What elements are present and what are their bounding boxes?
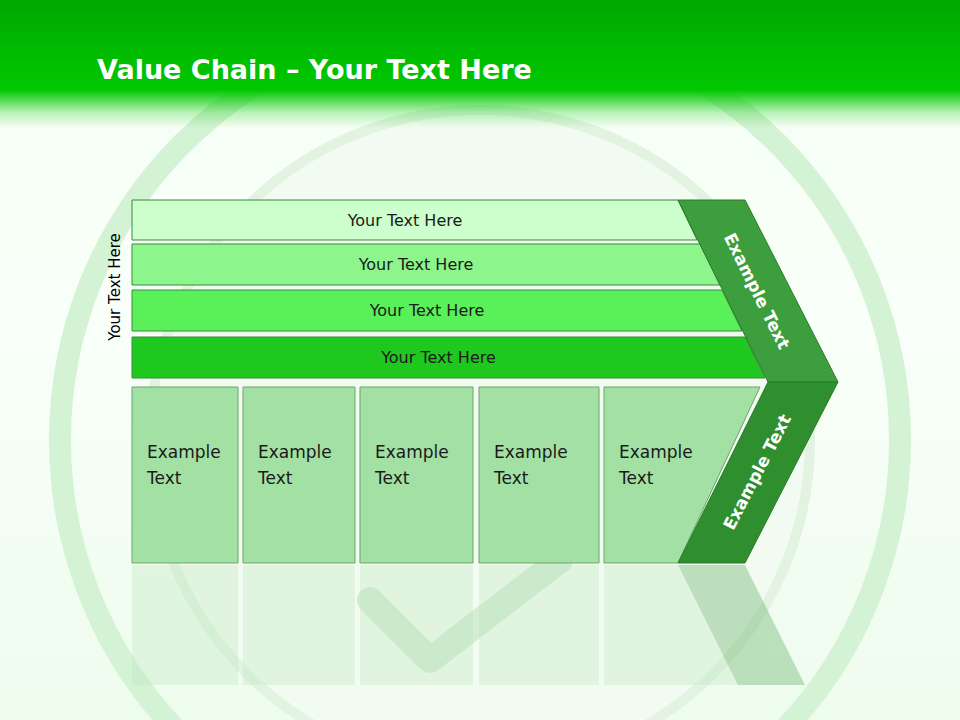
band-outline [132, 200, 697, 240]
box-outline [479, 387, 599, 563]
band-outline [132, 244, 720, 285]
support-activity-band-text: Your Text Here [132, 301, 722, 320]
arm-outline [678, 200, 838, 382]
primary-activity-box: Example Text [360, 387, 473, 563]
band-outline [132, 337, 765, 378]
box-outline [132, 387, 238, 563]
reflection [132, 565, 805, 685]
support-activity-band-text: Your Text Here [132, 255, 700, 274]
support-activity-band: Your Text Here [132, 337, 765, 378]
band-outline [132, 290, 742, 331]
primary-activity-box: Example Text [132, 387, 238, 563]
support-activity-band: Your Text Here [132, 290, 742, 331]
support-activity-band-text: Your Text Here [132, 211, 678, 230]
axis-label: Your Text Here [106, 233, 124, 340]
margin-arrow-arm: Example Text [678, 200, 840, 384]
primary-activity-box-text: Example Text [258, 439, 342, 491]
primary-activity-box-text: Example Text [147, 439, 231, 491]
box-outline [360, 387, 473, 563]
margin-arrow-arm: Example Text [678, 382, 840, 565]
primary-activity-box-text: Example Text [494, 439, 578, 491]
support-activity-band: Your Text Here [132, 244, 720, 285]
primary-activity-box-text: Example Text [619, 439, 703, 491]
arm-outline [678, 382, 838, 563]
primary-activity-box: Example Text [479, 387, 599, 563]
support-activity-band-text: Your Text Here [132, 348, 745, 367]
primary-activity-box: Example Text [243, 387, 355, 563]
box-outline [243, 387, 355, 563]
primary-activity-box-text: Example Text [375, 439, 459, 491]
slide-title: Value Chain – Your Text Here [97, 54, 532, 85]
support-activity-band: Your Text Here [132, 200, 697, 240]
